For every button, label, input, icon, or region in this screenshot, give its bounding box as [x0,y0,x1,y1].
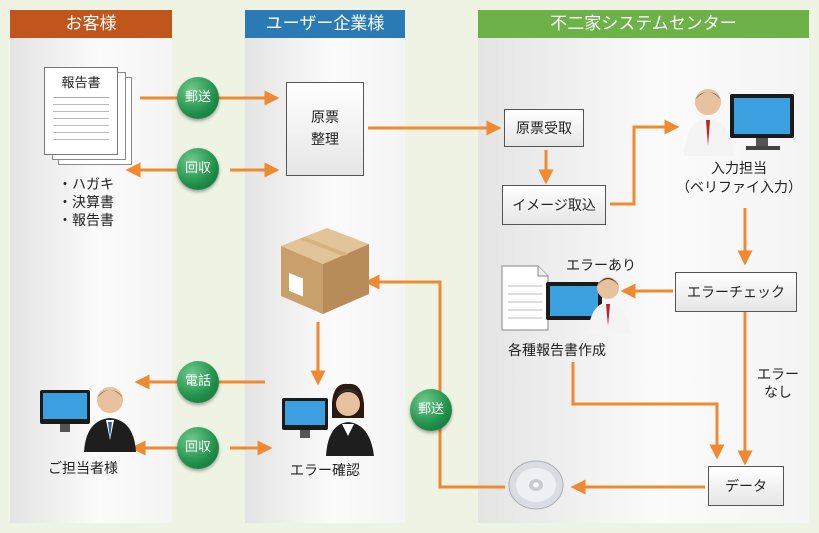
cd-rom-icon [507,459,565,511]
image-capture-box: イメージ取込 [502,185,606,225]
arrow-image-to-input [610,119,680,206]
data-entry-illustration [684,84,796,156]
data-entry-label-line1: 入力担当 [711,161,767,177]
person-head-icon [97,387,123,413]
arrow-report-to-data [571,362,725,460]
badge-mail-in: 郵送 [177,77,219,119]
error-yes-label: エラーあり [566,258,636,274]
doc-item-report: ・報告書 [58,213,114,229]
arrow-cd-to-box [364,274,505,489]
doc-item-postcard: ・ハガキ [58,177,114,193]
badge-mail-back: 郵送 [410,389,452,431]
arrange-slips-box: 原票 整理 [286,82,364,176]
image-capture-label: イメージ取込 [512,198,596,214]
report-document: 報告書 [44,67,118,155]
cardboard-box-icon [277,224,371,316]
badge-collect-bottom: 回収 [177,427,219,469]
customer-doc-list: ・ハガキ ・決算書 ・報告書 [58,176,114,230]
customer-contact-label: ご担当者様 [48,461,118,477]
person-head-icon [336,392,360,416]
receive-slips-box: 原票受取 [504,109,584,147]
error-check-box: エラーチェック [675,272,797,312]
customer-column-title: お客様 [10,10,172,38]
report-document-title: 報告書 [61,76,101,91]
arrange-slips-label: 原票 整理 [311,110,339,148]
error-check-label: エラー確認 [290,463,360,479]
report-document-stack: 報告書 [44,67,134,165]
report-creation-label: 各種報告書作成 [508,343,606,359]
data-entry-label: 入力担当 （ベリファイ入力） [655,160,819,198]
badge-phone: 電話 [177,361,219,403]
person-head-icon [695,89,721,115]
person-head-icon [597,277,619,299]
data-entry-label-line2: （ベリファイ入力） [676,180,802,196]
error-check-operator-illustration [282,382,377,456]
badge-collect-top: 回収 [177,148,219,190]
user-company-column-title: ユーザー企業様 [245,10,405,38]
error-check-box-label: エラーチェック [687,285,785,301]
fujiya-column-title: 不二家システムセンター [478,10,809,38]
report-creation-illustration [500,264,632,334]
doc-item-financial: ・決算書 [58,195,114,211]
receive-slips-label: 原票受取 [516,121,572,137]
data-box: データ [708,466,784,506]
customer-contact-illustration [38,380,138,452]
data-box-label: データ [725,479,767,495]
no-error-label: エラー なし [757,367,799,401]
